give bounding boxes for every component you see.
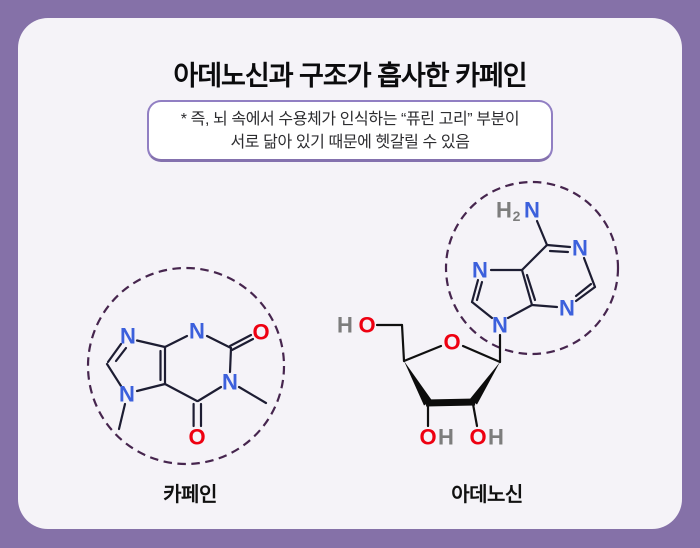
bond-n1-c6 (196, 385, 223, 403)
bond-c3prime-c2prime-bold (425, 398, 476, 407)
bond-c2-n3-double-b (574, 282, 593, 298)
bond-n7-c8-double-b (475, 280, 484, 302)
adenosine-ho-h-label: H (337, 313, 353, 338)
caffeine-purine-ring-dashed-circle (86, 266, 286, 466)
bond-ho-ch2-b (400, 323, 406, 363)
bond-n9-c4 (506, 303, 534, 320)
wedge-c4prime-c3prime (404, 361, 432, 406)
adenosine-oh-right-o-label: O (469, 425, 486, 450)
caffeine-oxygen-top-label: O (252, 320, 269, 345)
adenosine-label: 아데노신 (451, 484, 523, 506)
bond-n7-c5 (135, 382, 167, 393)
note-box: * 즉, 뇌 속에서 수용체가 인식하는 “퓨린 고리” 부분이 서로 닮아 있… (147, 100, 553, 162)
caffeine-n1-atom-label: N (222, 370, 238, 395)
bond-c2-o-double-b (228, 333, 253, 348)
adenosine-n3-atom-label: N (559, 296, 575, 321)
caffeine-structure-diagram: N N N N O O (86, 266, 286, 466)
adenosine-oh-left-o-label: O (419, 425, 436, 450)
bond-c5-c6 (520, 243, 549, 272)
bond-c8-n9 (470, 300, 494, 320)
bond-ring-o-c1prime (461, 344, 502, 364)
adenosine-structure-diagram: H 2 N N N N N O H O O H O H (337, 180, 620, 450)
bond-c6-n1-double-a (545, 243, 572, 249)
bond-c4prime-ring-o (402, 344, 443, 363)
bond-c2prime-oh (471, 402, 479, 428)
adenosine-n7-atom-label: N (472, 258, 488, 283)
bond-n9-c4 (135, 339, 167, 349)
caffeine-n3-atom-label: N (189, 319, 205, 344)
adenosine-amine-h-label: H (496, 198, 512, 223)
bond-c2-n1 (228, 346, 233, 374)
caffeine-label: 카페인 (163, 484, 217, 506)
page-title: 아데노신과 구조가 흡사한 카페인 (173, 61, 527, 91)
adenosine-n9-atom-label: N (492, 313, 508, 338)
note-line-2: 서로 닮아 있기 때문에 헷갈릴 수 있음 (230, 133, 470, 151)
bond-n1-c2 (582, 256, 597, 289)
bond-c4-n3 (163, 334, 189, 349)
bond-n3-c4 (530, 303, 559, 309)
bond-n7-methyl (117, 402, 127, 431)
bond-n9-c8-double-b (114, 346, 128, 363)
bond-c6-c5 (163, 382, 199, 403)
wedge-c1prime-c2prime (469, 362, 500, 405)
caffeine-n7-atom-label: N (119, 382, 135, 407)
bond-c4-c5-double-b (525, 273, 537, 302)
adenosine-oh-left-h-label: H (438, 425, 454, 450)
bond-amine-c6 (535, 219, 549, 247)
bond-c4-c5-double-a (520, 268, 534, 307)
adenosine-amine-n-label: N (524, 198, 540, 223)
adenosine-n1-atom-label: N (572, 236, 588, 261)
bond-n9-c8-double-a (106, 342, 123, 364)
adenosine-purine-ring-dashed-circle (444, 180, 620, 356)
note-line-1: * 즉, 뇌 속에서 수용체가 인식하는 “퓨린 고리” 부분이 (180, 110, 520, 128)
adenosine-ring-oxygen-label: O (443, 330, 460, 355)
bond-c8-n7 (105, 362, 123, 388)
bond-c2-o-double-a (230, 337, 255, 352)
adenosine-amine-subscript-label: 2 (513, 208, 521, 224)
adenosine-ho-o-label: O (358, 313, 375, 338)
bond-n1-methyl (237, 385, 268, 405)
bond-c2-n3-double-a (574, 285, 597, 303)
bond-c6-n1-double-b (548, 249, 570, 254)
caffeine-oxygen-bottom-label: O (188, 425, 205, 450)
adenosine-oh-right-h-label: H (488, 425, 504, 450)
caffeine-n9-atom-label: N (120, 324, 136, 349)
bond-n7-c8-double-a (470, 278, 480, 304)
bond-n3-c2 (205, 334, 233, 350)
